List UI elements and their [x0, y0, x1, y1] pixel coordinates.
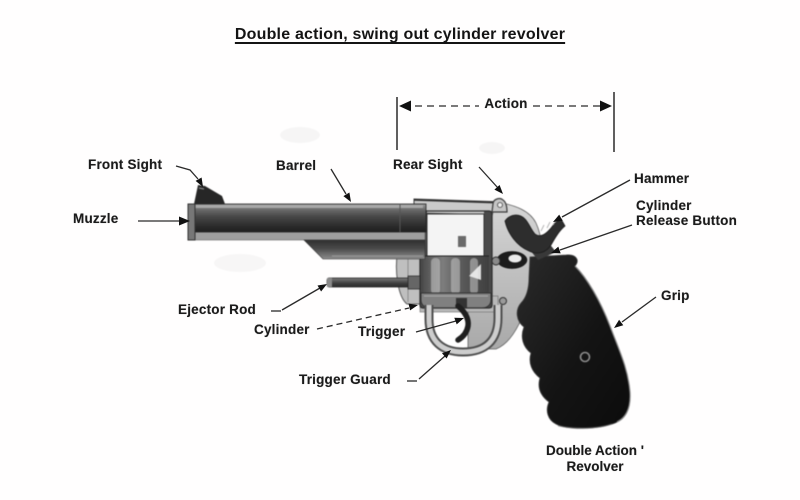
- ejector-rod-collar: [407, 275, 421, 290]
- label-trigger: Trigger: [358, 324, 406, 339]
- label-hammer: Hammer: [634, 171, 690, 186]
- label-barrel: Barrel: [276, 158, 317, 173]
- barrel-lug-shape: [303, 239, 426, 260]
- grip-bottom-highlight: [557, 423, 613, 429]
- hammer-line: [561, 179, 631, 218]
- action-arrow-right-icon: [600, 100, 612, 112]
- cylinder-line: [316, 307, 410, 330]
- cylinder-release-arrow-icon: [551, 246, 561, 254]
- barrel-line: [330, 168, 347, 195]
- caption-line1: Double Action ': [546, 443, 644, 458]
- grip-medallion: [579, 351, 591, 363]
- label-muzzle: Muzzle: [73, 211, 119, 226]
- trigger-line: [415, 320, 457, 333]
- cylinder-flute: [431, 258, 440, 294]
- scan-smudge: [280, 127, 320, 143]
- label-cylinder-release-line2: Release Button: [636, 213, 738, 228]
- ejector-rod-shape: [326, 277, 416, 288]
- rear-sight-arrow-icon: [494, 185, 503, 194]
- grip-arrow-icon: [614, 319, 624, 328]
- front-sight-arrow-icon: [195, 177, 203, 187]
- grip-shape: [516, 254, 631, 429]
- caption-line2: Revolver: [566, 459, 624, 474]
- frame-screw: [499, 297, 507, 305]
- cylinder-shape: [419, 210, 493, 309]
- scan-smudge: [479, 142, 505, 154]
- leader-lines: [138, 92, 657, 382]
- front-sight-highlight: [198, 187, 205, 190]
- caption-double-action-revolver: Double Action ' Revolver: [505, 443, 685, 475]
- front-sight-line: [175, 165, 199, 180]
- latch-screw: [491, 256, 501, 266]
- hammer-serration: [546, 221, 551, 229]
- cylinder-release-highlight: [508, 254, 522, 263]
- revolver-illustration: [187, 127, 631, 429]
- cylinder-stop-notch: [458, 236, 466, 247]
- label-action: Action: [484, 96, 528, 111]
- trigger-shape: [455, 303, 471, 343]
- hammer-shape: [504, 214, 566, 254]
- label-cylinder: Cylinder: [254, 322, 310, 337]
- trigger-base-shape: [456, 298, 467, 308]
- page-title-text: Double action, swing out cylinder revolv…: [234, 26, 566, 43]
- muzzle-arrow-icon: [179, 216, 190, 226]
- grip-back-highlight: [574, 265, 631, 423]
- ejector-rod-tip: [327, 278, 332, 287]
- hammer-serration: [540, 224, 545, 232]
- muzzle-shape: [187, 203, 196, 241]
- trigger-guard-line: [418, 355, 446, 380]
- ejector-rod-arrow-icon: [317, 284, 327, 292]
- scan-smudge: [214, 254, 266, 272]
- top-strap-edge: [413, 199, 506, 204]
- label-rear-sight: Rear Sight: [393, 157, 463, 172]
- barrel-arrow-icon: [343, 192, 351, 202]
- trigger-arrow-icon: [454, 317, 464, 325]
- cylinder-flute: [451, 258, 460, 294]
- label-trigger-guard: Trigger Guard: [299, 372, 391, 387]
- front-sight-shape: [194, 185, 225, 204]
- ejector-rod-line: [281, 287, 321, 311]
- label-cylinder-release-line1: Cylinder: [636, 198, 692, 213]
- cylinder-release-line: [559, 224, 633, 251]
- trigger-guard-arrow-icon: [442, 350, 451, 359]
- cylinder-highlight: [469, 264, 481, 280]
- label-ejector-rod: Ejector Rod: [178, 302, 256, 317]
- action-arrow-left-icon: [399, 100, 411, 112]
- label-front-sight: Front Sight: [88, 157, 163, 172]
- label-cylinder-release-button: Cylinder Release Button: [636, 198, 737, 228]
- cylinder-top-face: [426, 213, 485, 259]
- page-title: Double action, swing out cylinder revolv…: [0, 26, 800, 44]
- barrel-shape: [189, 203, 427, 233]
- grip-line: [621, 296, 657, 323]
- hammer-arrow-icon: [553, 214, 563, 222]
- trigger-guard-inner: [426, 305, 501, 355]
- barrel-rib-highlight: [193, 205, 423, 208]
- rear-sight-line: [478, 166, 499, 189]
- rear-sight-notch: [497, 202, 503, 208]
- label-grip: Grip: [661, 288, 690, 303]
- cylinder-arrow-icon: [408, 303, 418, 311]
